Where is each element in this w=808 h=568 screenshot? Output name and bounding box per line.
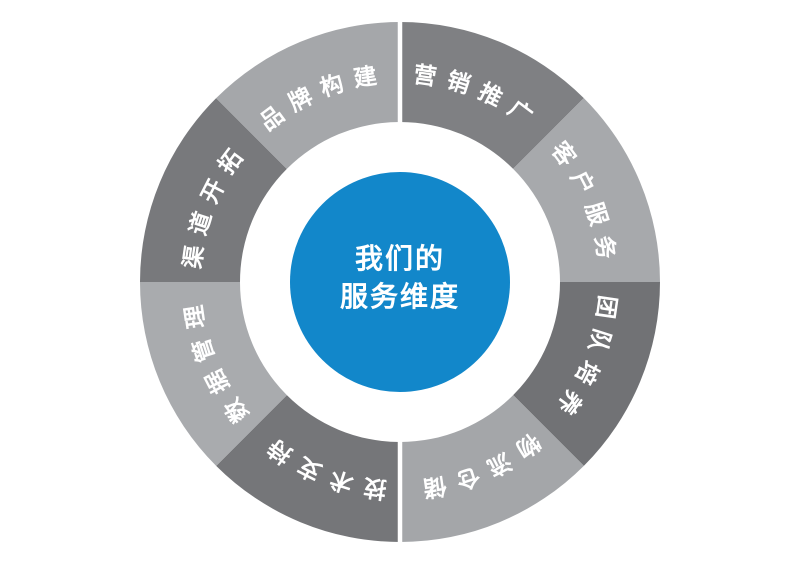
ring-segment-marketing-promotion (400, 22, 584, 169)
ring-segment-brand-building (216, 22, 400, 169)
ring-segment-customer-service (513, 98, 660, 282)
ring-segment-logistics-warehousing (400, 395, 584, 542)
ring-segment-team-training (513, 282, 660, 466)
ring-segment-technical-support (216, 395, 400, 542)
center-circle (290, 172, 510, 392)
ring-segment-data-management (140, 282, 287, 466)
ring-segment-channel-development (140, 98, 287, 282)
